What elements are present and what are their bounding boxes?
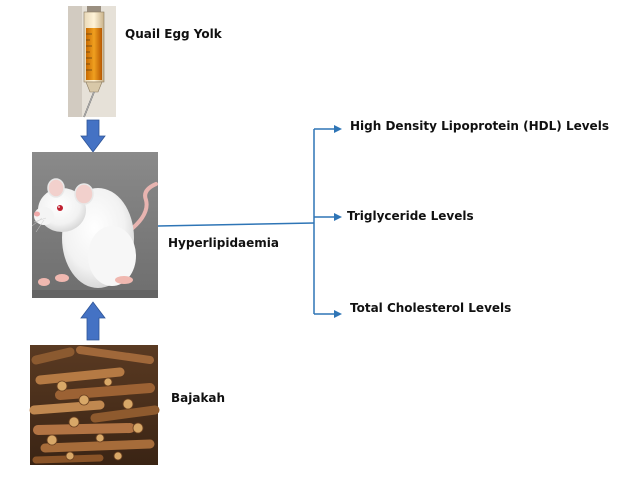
hdl-levels-label: High Density Lipoprotein (HDL) Levels	[350, 119, 609, 133]
arrowhead-hdl	[334, 125, 342, 133]
arrowhead-tg	[334, 213, 342, 221]
bajakah-wood-photo	[29, 345, 160, 465]
bajakah-label: Bajakah	[171, 391, 226, 405]
hyperlipidaemia-label: Hyperlipidaemia	[168, 236, 279, 250]
connector	[157, 128, 336, 315]
arrowhead-tc	[334, 310, 342, 318]
up-arrow	[80, 301, 106, 341]
down-arrow	[80, 119, 106, 153]
white-rat-photo	[31, 152, 158, 298]
main-connector-line	[157, 222, 315, 227]
quail-egg-yolk-label: Quail Egg Yolk	[125, 27, 222, 41]
triglyceride-levels-label: Triglyceride Levels	[347, 209, 474, 223]
total-cholesterol-levels-label: Total Cholesterol Levels	[350, 301, 512, 315]
syringe-photo	[68, 6, 116, 118]
